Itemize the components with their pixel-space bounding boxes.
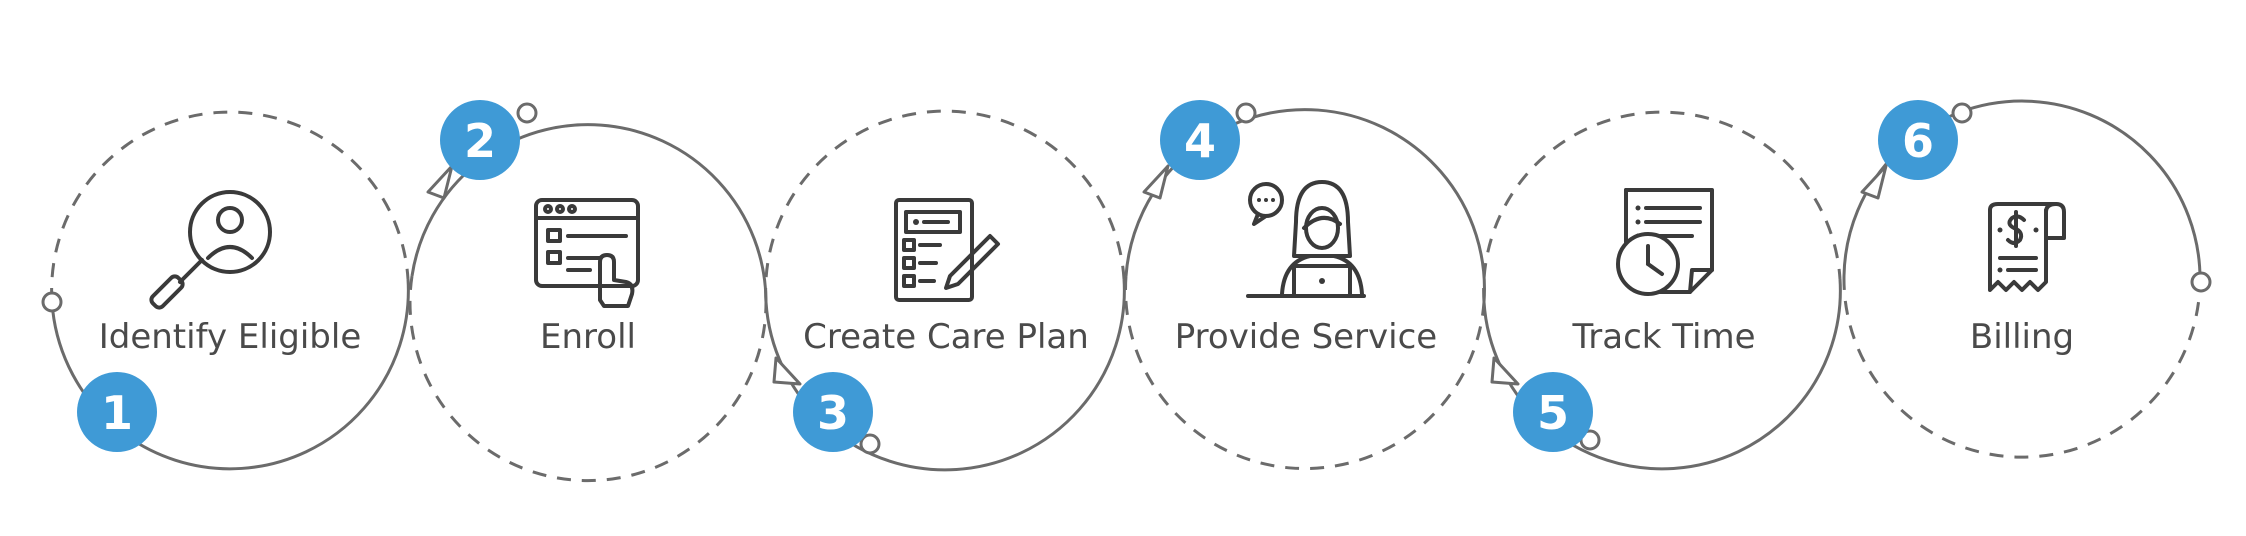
step-5-number: 5	[1537, 386, 1569, 440]
care-plan-document-icon	[894, 198, 1000, 302]
search-person-icon	[149, 190, 272, 310]
step-2-ring-dashed	[408, 275, 768, 483]
step-4-label: Provide Service	[1175, 317, 1437, 357]
step-1-ring-dashed	[50, 110, 410, 303]
step-5-ring-dashed	[1482, 110, 1842, 303]
step-1-number: 1	[101, 386, 133, 440]
step-2-number: 2	[464, 114, 496, 168]
step-6-end-node	[2190, 271, 2212, 293]
step-5-label: Track Time	[1572, 317, 1756, 357]
step-5: Track Time 5	[1482, 110, 1842, 471]
step-4-ring-dashed	[1124, 275, 1486, 470]
step-6-label: Billing	[1970, 317, 2074, 357]
step-4-badge	[1160, 100, 1240, 180]
step-3-badge	[793, 372, 873, 452]
step-2-badge	[440, 100, 520, 180]
step-3-node	[859, 433, 881, 455]
step-6-node	[1951, 102, 1973, 124]
step-2-arrow	[426, 164, 454, 200]
step-6-ring-dashed	[1842, 275, 2202, 459]
checklist-click-icon	[534, 198, 640, 308]
step-1-badge	[77, 372, 157, 452]
step-6-badge	[1878, 100, 1958, 180]
step-6-arrow	[1860, 164, 1888, 200]
step-3-number: 3	[817, 386, 849, 440]
step-1-ring-solid	[50, 278, 410, 471]
step-4-number: 4	[1184, 114, 1216, 168]
step-3-ring-dashed	[764, 109, 1126, 303]
invoice-receipt-icon	[1988, 202, 2066, 292]
step-6: Billing 6	[1842, 99, 2212, 459]
step-5-badge	[1513, 372, 1593, 452]
step-3-label: Create Care Plan	[803, 317, 1089, 357]
step-3-arrow	[772, 356, 802, 386]
step-2-label: Enroll	[540, 317, 636, 357]
step-5-arrow	[1490, 356, 1520, 386]
step-1-start-node	[41, 291, 63, 313]
step-2-node	[516, 102, 538, 124]
step-2: Enroll 2	[408, 100, 768, 483]
step-6-number: 6	[1902, 114, 1934, 168]
step-1: Identify Eligible 1	[41, 110, 410, 471]
step-4-node	[1235, 102, 1257, 124]
step-4-arrow	[1142, 164, 1170, 200]
support-agent-icon	[1246, 180, 1366, 298]
step-2-ring-solid	[410, 123, 768, 303]
step-1-label: Identify Eligible	[99, 317, 362, 357]
step-3: Create Care Plan 3	[764, 109, 1126, 472]
step-4: Provide Service 4	[1124, 100, 1486, 470]
clock-document-icon	[1616, 188, 1714, 296]
